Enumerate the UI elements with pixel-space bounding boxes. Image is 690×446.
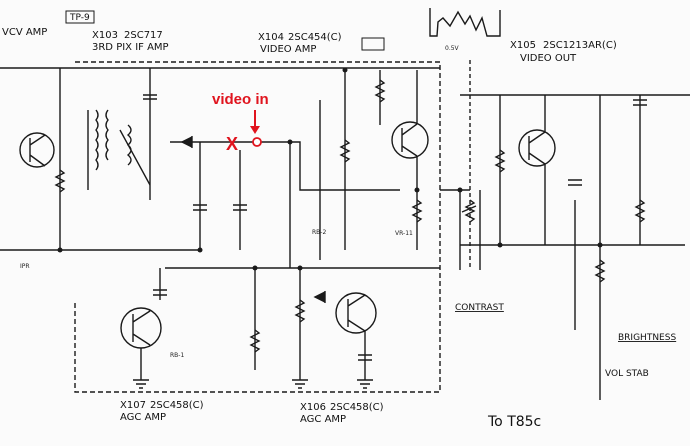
dashed-module-boundary bbox=[74, 61, 441, 393]
label-vcv-amp: VCV AMP bbox=[2, 27, 47, 38]
label-contrast: CONTRAST bbox=[455, 303, 504, 313]
transistor-x106 bbox=[335, 292, 377, 334]
x106-designator: X106 bbox=[300, 402, 326, 413]
diode bbox=[180, 135, 193, 149]
annotation-arrowhead bbox=[250, 126, 260, 134]
label-rb2: RB-2 bbox=[312, 229, 326, 236]
transistor-x103 bbox=[19, 132, 55, 168]
x106-part: 2SC458(C) bbox=[330, 402, 384, 413]
x104-function: VIDEO AMP bbox=[260, 44, 316, 55]
annotation-text: video in bbox=[212, 91, 269, 108]
ground-symbol bbox=[357, 379, 373, 389]
x107-part: 2SC458(C) bbox=[150, 400, 204, 411]
label-brightness: BRIGHTNESS bbox=[618, 333, 676, 343]
ground-symbol bbox=[133, 379, 149, 389]
resistor bbox=[594, 259, 606, 283]
resistor bbox=[339, 139, 351, 163]
video-in-annotation: video in X bbox=[212, 91, 269, 154]
label-rb1: RB-1 bbox=[170, 352, 184, 359]
x105-part: 2SC1213AR(C) bbox=[543, 40, 617, 51]
resistor bbox=[494, 149, 506, 173]
label-v-stab: VOL STAB bbox=[605, 369, 649, 379]
transistor-x107 bbox=[120, 307, 162, 349]
transistor-x105 bbox=[518, 129, 556, 167]
waveform-trace bbox=[429, 8, 501, 37]
capacitor bbox=[193, 204, 207, 211]
x103-function: 3RD PIX IF AMP bbox=[92, 42, 169, 53]
label-ipr: IPR bbox=[20, 263, 30, 270]
capacitor bbox=[633, 99, 647, 106]
capacitor bbox=[153, 289, 167, 296]
resistor bbox=[249, 329, 261, 353]
capacitor bbox=[233, 204, 247, 211]
tp9-badge: TP-9 bbox=[69, 13, 90, 23]
x104-part: 2SC454(C) bbox=[288, 32, 342, 43]
x105-designator: X105 bbox=[510, 40, 536, 51]
resistor bbox=[374, 79, 386, 103]
capacitor bbox=[143, 94, 157, 100]
x107-function: AGC AMP bbox=[120, 412, 166, 423]
x104-designator: X104 bbox=[258, 32, 284, 43]
x107-designator: X107 bbox=[120, 400, 146, 411]
x103-designator: X103 bbox=[92, 30, 118, 41]
if-coil-2 bbox=[119, 124, 151, 186]
resistor bbox=[634, 199, 646, 223]
label-vr11: VR-11 bbox=[395, 230, 413, 237]
resistor bbox=[54, 169, 66, 193]
capacitor bbox=[568, 179, 582, 186]
footer-to-t85c: To T85c bbox=[487, 414, 541, 430]
video-in-node bbox=[252, 137, 262, 147]
ground-symbol bbox=[292, 379, 308, 389]
transistor-x104 bbox=[391, 121, 429, 159]
signal-line-video bbox=[170, 141, 400, 191]
diode bbox=[313, 290, 326, 304]
x105-function: VIDEO OUT bbox=[520, 53, 577, 64]
x103-part: 2SC717 bbox=[124, 30, 163, 41]
capacitor bbox=[358, 354, 372, 361]
contrast-pot bbox=[461, 199, 477, 223]
if-transformer bbox=[87, 109, 109, 190]
label-wave: 0.5V bbox=[445, 45, 460, 52]
resistor bbox=[294, 299, 306, 323]
cut-marker: X bbox=[226, 134, 238, 154]
x106-function: AGC AMP bbox=[300, 414, 346, 425]
resistor bbox=[411, 199, 423, 223]
